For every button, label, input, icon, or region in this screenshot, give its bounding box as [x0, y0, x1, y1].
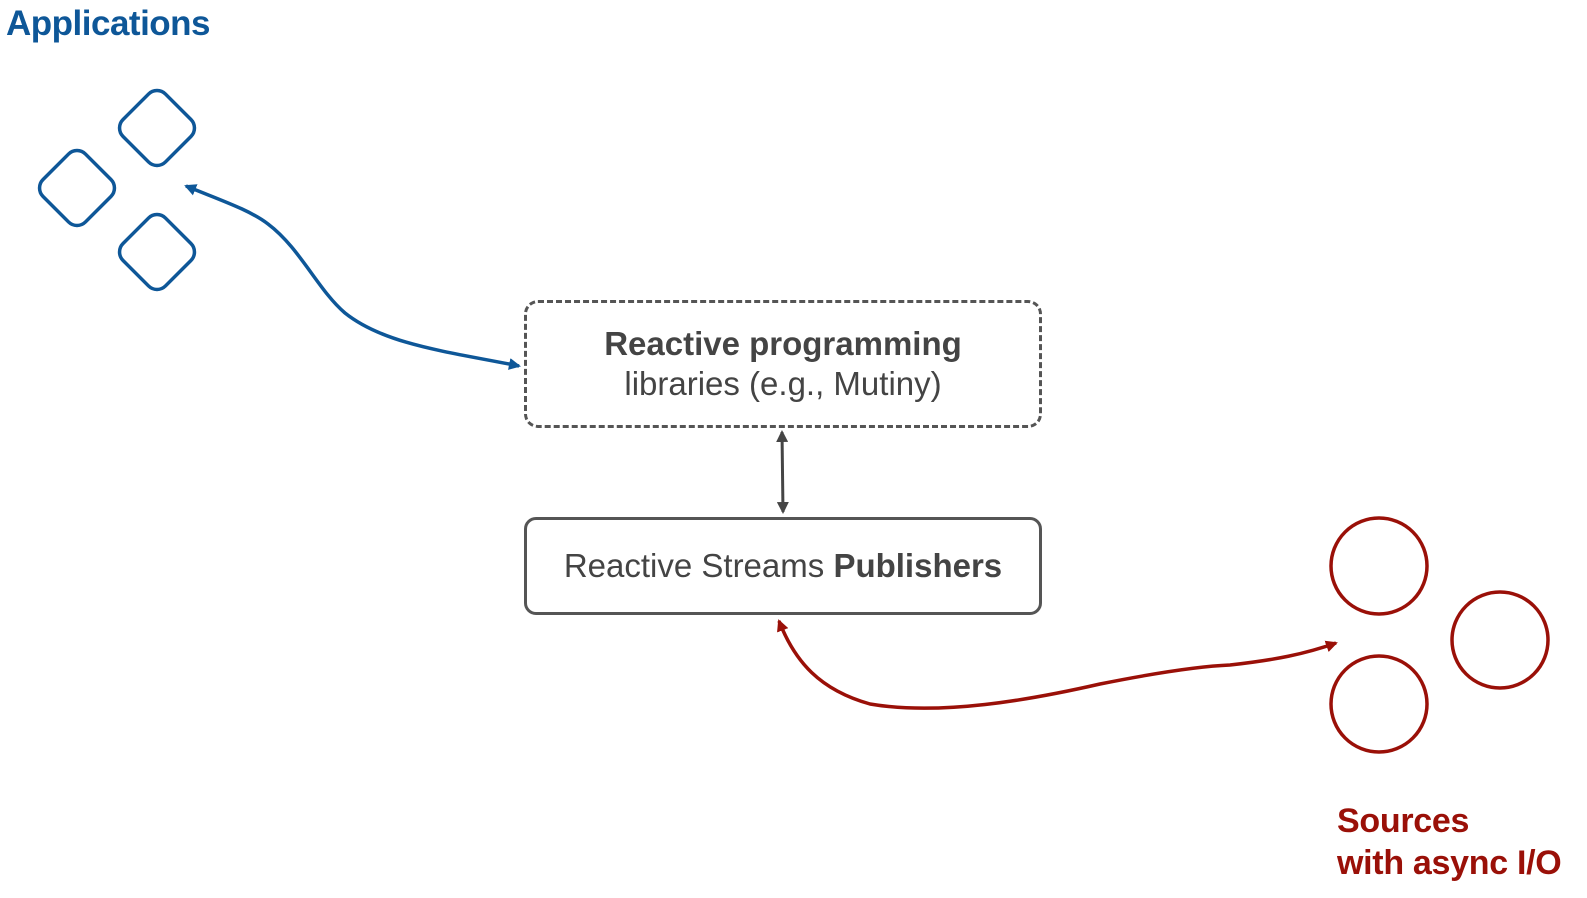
source-circle-bottom — [1329, 654, 1429, 754]
application-diamond-left — [37, 148, 117, 228]
application-diamond-top — [117, 88, 197, 168]
source-circle-right — [1450, 590, 1550, 690]
source-circle-icons — [1329, 516, 1550, 754]
sources-label-line2: with async I/O — [1337, 844, 1562, 882]
publishers-prefix: Reactive Streams — [563, 547, 825, 584]
apps-to-libraries-arrow — [184, 184, 521, 370]
sources-label: Sources with async I/O — [1337, 800, 1562, 884]
reactive-libraries-box: Reactive programming libraries (e.g., Mu… — [524, 300, 1042, 428]
reactive-libraries-title: Reactive programming — [604, 325, 962, 362]
sources-label-line1: Sources — [1337, 802, 1470, 840]
libraries-to-publishers-arrow — [776, 430, 789, 514]
application-diamond-bottom — [117, 212, 197, 292]
publishers-emphasis: Publishers — [833, 547, 1003, 584]
reactive-publishers-box: Reactive Streams Publishers — [524, 517, 1042, 615]
reactive-libraries-subtitle: libraries (e.g., Mutiny) — [624, 365, 942, 402]
applications-label: Applications — [6, 4, 211, 43]
publishers-to-sources-arrow — [777, 619, 1338, 710]
source-circle-top — [1329, 516, 1429, 616]
application-diamond-icons — [37, 88, 197, 292]
